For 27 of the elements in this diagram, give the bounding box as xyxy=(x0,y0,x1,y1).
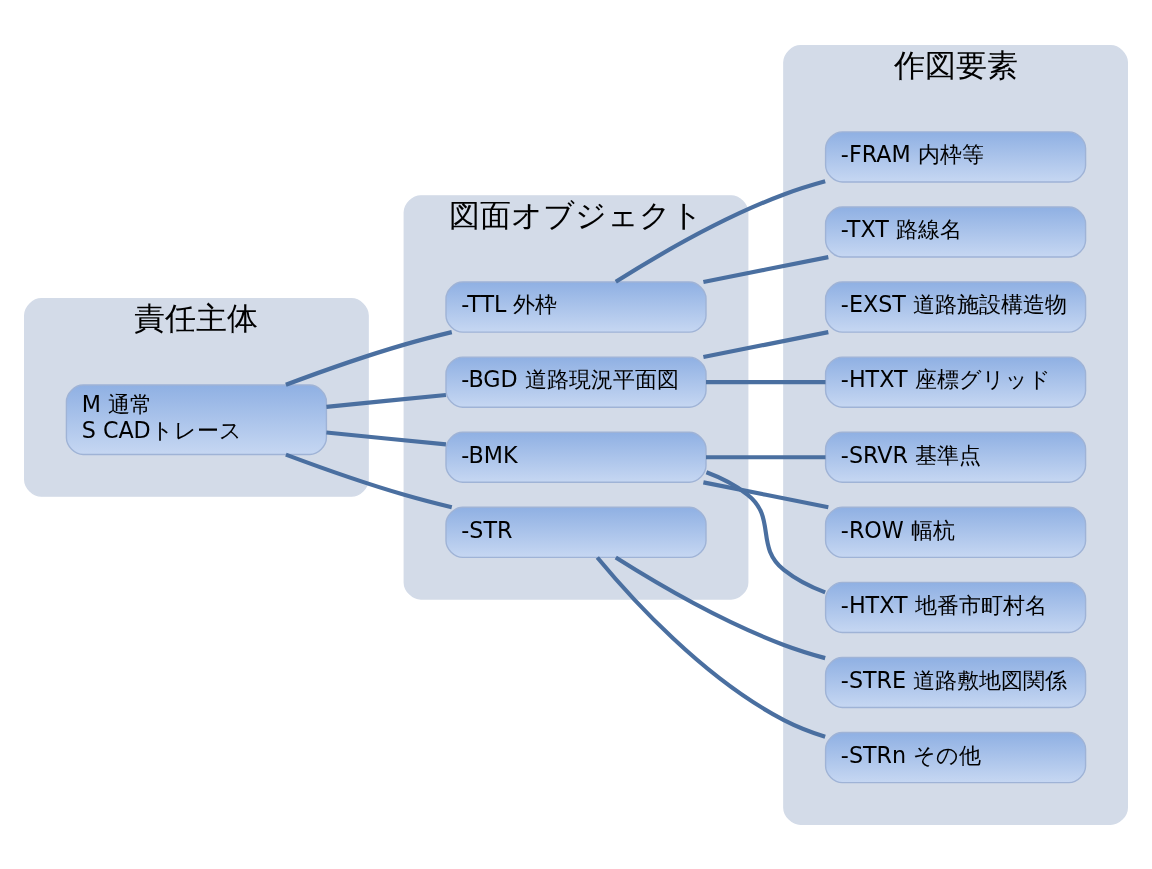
node-box: M 通常 S CADトレース xyxy=(65,383,328,455)
connector xyxy=(703,254,829,284)
connector xyxy=(595,555,826,739)
node-box: -BMK xyxy=(445,431,707,483)
connector xyxy=(703,329,829,359)
node-box: -TXT 路線名 xyxy=(824,205,1087,258)
connector xyxy=(703,479,829,509)
connector xyxy=(285,329,453,387)
connector xyxy=(614,555,826,660)
connector xyxy=(326,429,447,446)
node-box: -STRE 道路敷地図関係 xyxy=(824,656,1087,708)
node-box: -SRVR 基準点 xyxy=(824,431,1087,483)
connector xyxy=(705,469,826,594)
connector xyxy=(614,178,826,284)
connector xyxy=(326,392,447,409)
connector xyxy=(285,452,453,509)
connector xyxy=(706,454,826,459)
connector xyxy=(706,379,826,384)
node-box: -TTL 外枠 xyxy=(445,280,707,333)
node-box: -FRAM 内枠等 xyxy=(824,130,1087,183)
node-box: -HTXT 地番市町村名 xyxy=(824,581,1087,633)
node-box: -STRn その他 xyxy=(824,731,1087,783)
node-box: -EXST 道路施設構造物 xyxy=(824,280,1087,333)
node-box: -ROW 幅杭 xyxy=(824,506,1087,558)
node-box: -HTXT 座標グリッド xyxy=(824,355,1087,408)
node-box: -STR xyxy=(445,506,707,558)
node-box: -BGD 道路現況平面図 xyxy=(445,355,707,408)
